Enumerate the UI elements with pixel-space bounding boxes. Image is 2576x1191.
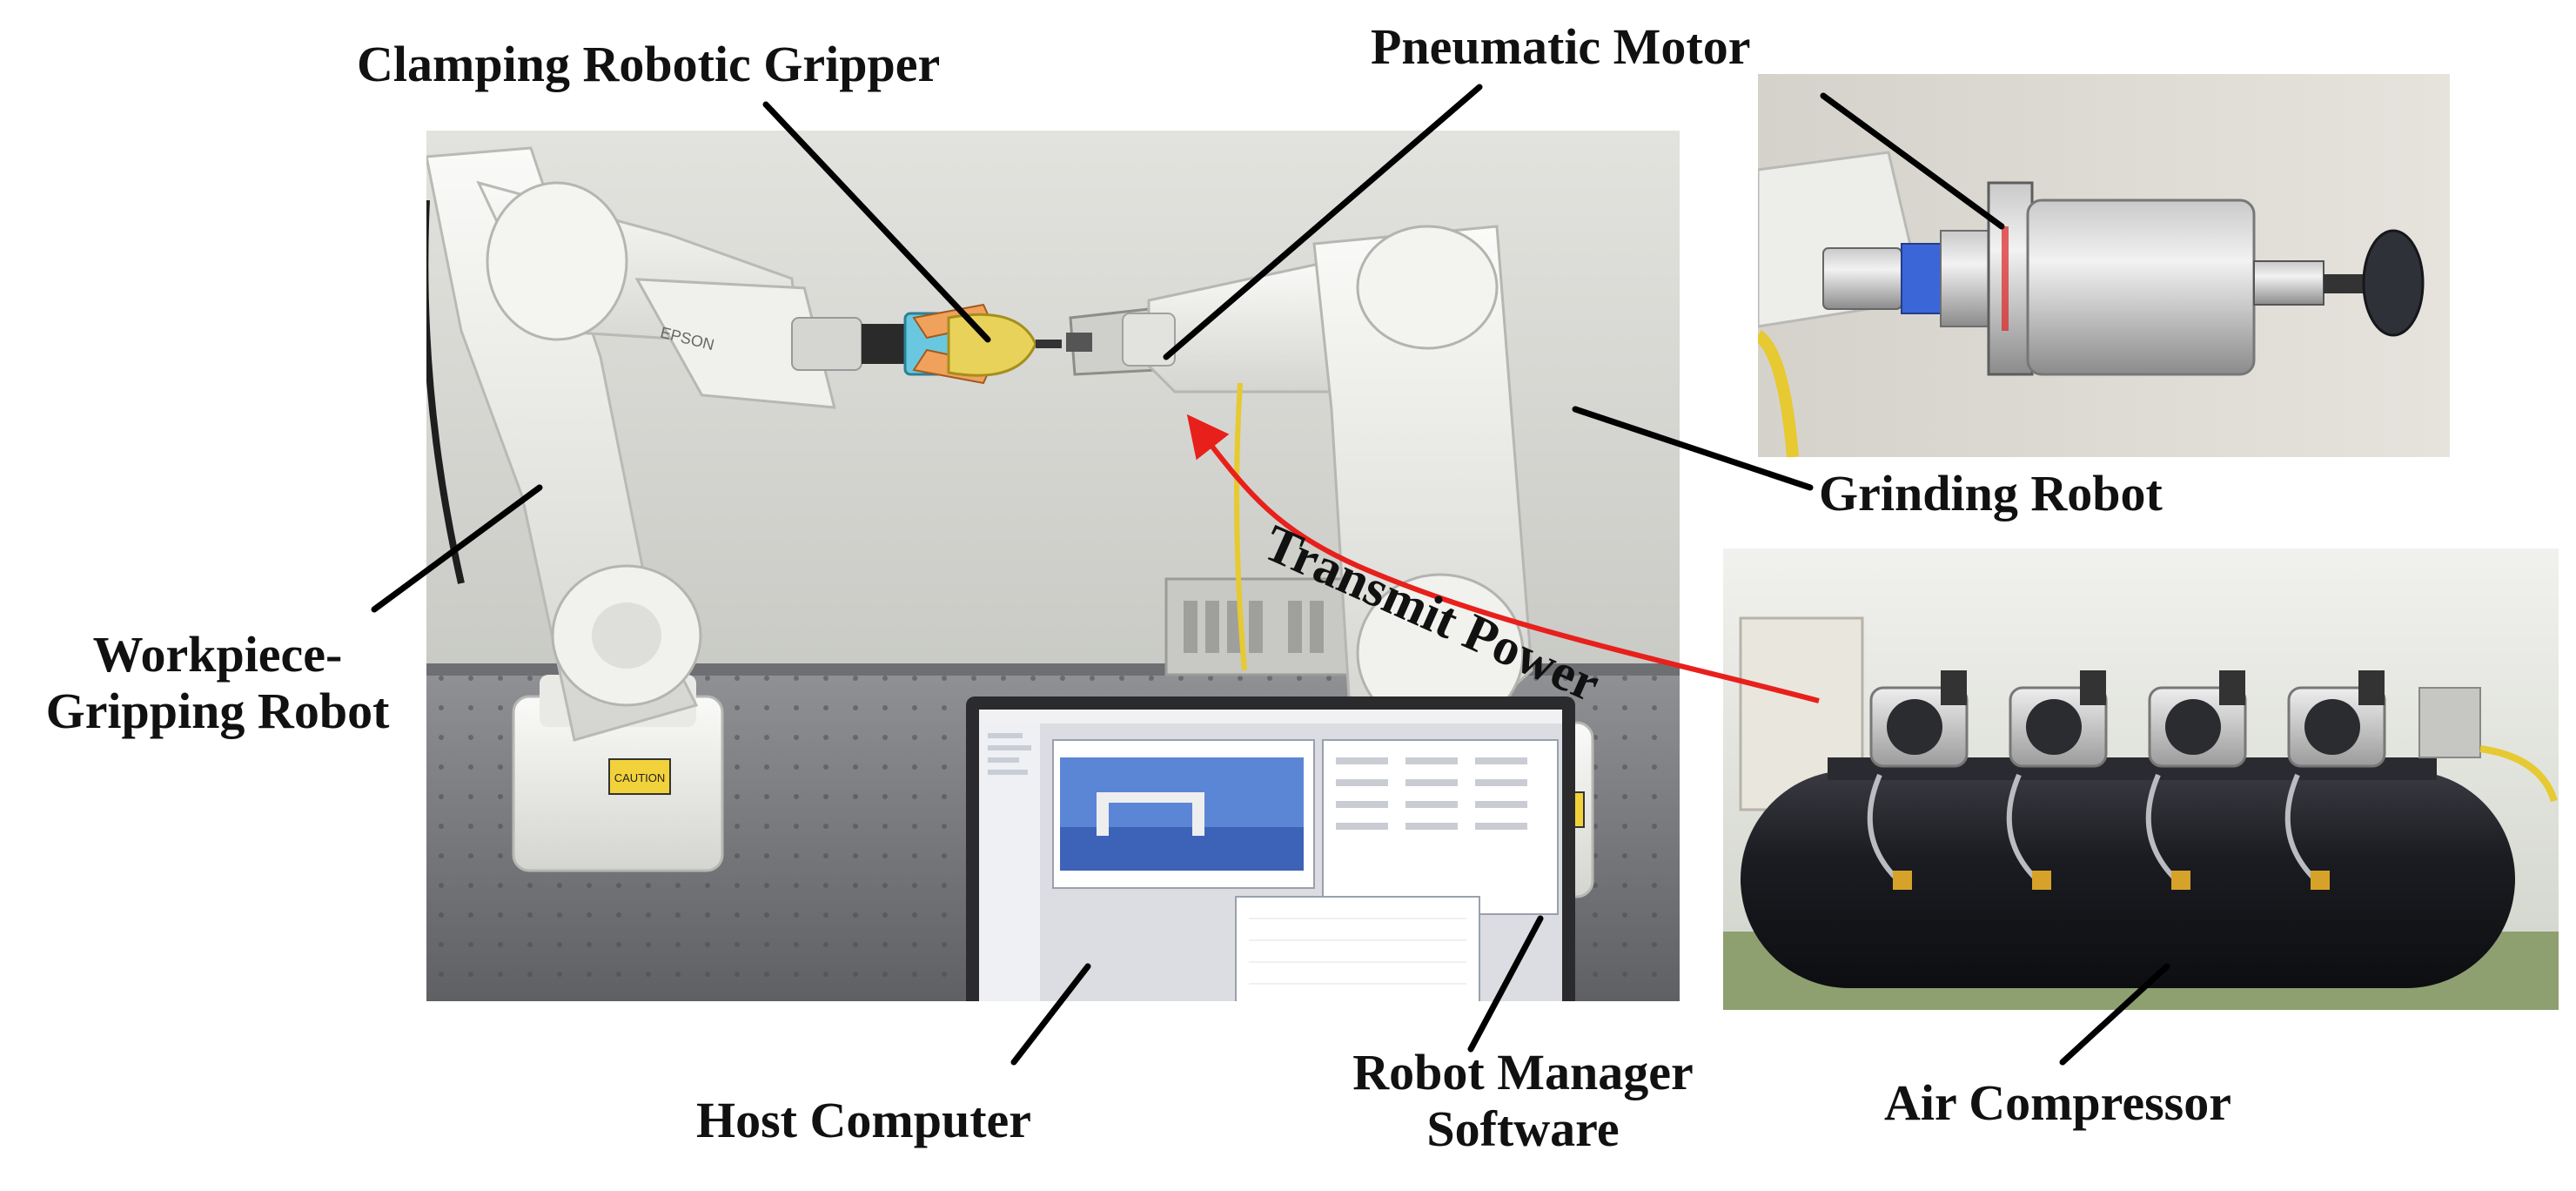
pneumatic-motor-photo: [1758, 74, 2450, 457]
label-host-computer: Host Computer: [696, 1092, 1032, 1148]
workpiece-gripping-robot: CAUTION EPSON: [426, 146, 905, 872]
host-computer-photo: [966, 696, 1575, 1001]
label-air-compressor: Air Compressor: [1884, 1074, 2231, 1131]
leader-host-computer: [1010, 963, 1091, 1066]
label-robot-manager: Robot Manager Software: [1314, 1044, 1732, 1158]
label-clamping-gripper: Clamping Robotic Gripper: [357, 36, 941, 92]
air-compressor-illustration: [1723, 548, 2559, 1010]
label-workpiece-robot: Workpiece- Gripping Robot: [17, 626, 418, 740]
clamping-gripper-photo: [903, 303, 1062, 385]
leader-clamping-gripper: [762, 101, 991, 343]
label-robot-manager-line1: Robot Manager: [1352, 1044, 1694, 1100]
main-setup-illustration: CAUTION EPSON: [426, 131, 1680, 1001]
main-setup-photo: CAUTION EPSON: [426, 131, 1680, 1001]
leader-workpiece-robot: [371, 484, 543, 613]
pneumatic-motor-illustration: [1758, 74, 2450, 457]
transmit-power-arrow: [1186, 414, 1820, 703]
label-workpiece-robot-line2: Gripping Robot: [45, 682, 390, 739]
compressor-pumps: [1869, 670, 2386, 768]
leader-lines: [371, 84, 2170, 1066]
leader-robot-manager: [1467, 915, 1544, 1053]
leader-pneumatic-motor: [1163, 84, 1483, 360]
air-compressor-photo: [1723, 548, 2559, 1010]
svg-text:CAUTION: CAUTION: [614, 771, 666, 784]
label-workpiece-robot-line1: Workpiece-: [92, 626, 343, 683]
label-robot-manager-line2: Software: [1426, 1100, 1620, 1157]
leader-air-compressor: [2059, 963, 2170, 1066]
label-grinding-robot: Grinding Robot: [1819, 465, 2163, 521]
label-pneumatic-motor: Pneumatic Motor: [1371, 18, 1751, 75]
leader-grinding-robot: [1572, 406, 1814, 491]
leader-pneumatic-motor-inset: [1820, 92, 2005, 230]
